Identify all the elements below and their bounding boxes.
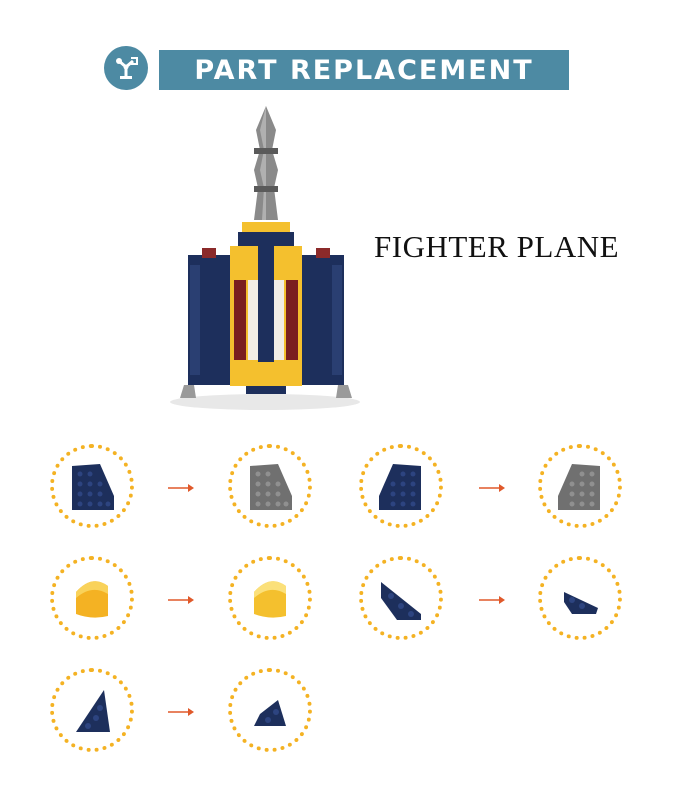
part-yellow-curved-slope-replacement (228, 556, 312, 640)
part-navy-wedge-plate-small-left-replacement (228, 668, 312, 752)
part-yellow-curved-slope (50, 556, 134, 640)
arrow-right-icon (168, 708, 194, 716)
part-navy-wedge-plate-small-right (359, 556, 443, 640)
arrow-right-icon (479, 484, 505, 492)
arrow-right-icon (168, 484, 194, 492)
page-title: PART REPLACEMENT (194, 54, 534, 86)
model-title: FIGHTER PLANE (374, 229, 620, 264)
part-navy-wedge-plate-small-left (50, 668, 134, 752)
part-navy-wedge-plate-small-right-replacement (538, 556, 622, 640)
part-gray-wedge-plate (228, 444, 312, 528)
arrow-right-icon (479, 596, 505, 604)
header-banner: PART REPLACEMENT (159, 50, 569, 90)
part-gray-wedge-plate-left (538, 444, 622, 528)
robot-arm-icon (104, 46, 148, 90)
arrow-right-icon (168, 596, 194, 604)
fighter-plane-model-image (150, 100, 380, 420)
part-navy-wedge-plate-left (359, 444, 443, 528)
part-navy-wedge-plate (50, 444, 134, 528)
